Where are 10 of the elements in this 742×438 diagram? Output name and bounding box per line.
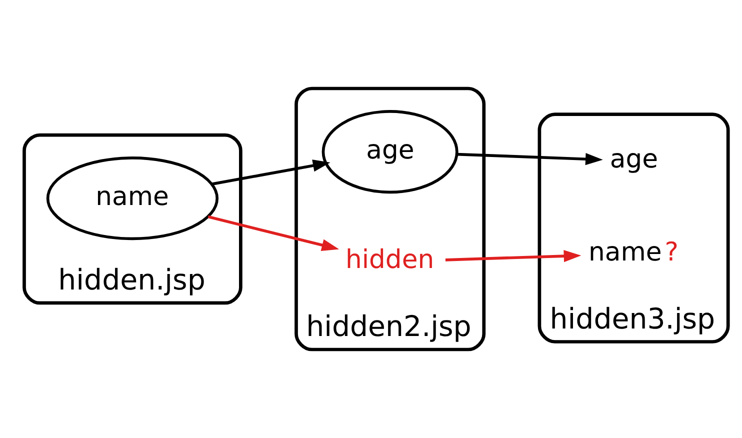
arrow (208, 215, 340, 252)
node-text: hidden (345, 245, 434, 276)
arrow (445, 250, 582, 262)
node-label: ? (664, 237, 678, 268)
node-text: age (610, 144, 658, 174)
node-ellipse: age (322, 110, 458, 194)
node-ellipse: name (46, 156, 219, 240)
arrow (457, 152, 603, 166)
node-text: name (588, 237, 662, 268)
arrow (212, 160, 330, 186)
